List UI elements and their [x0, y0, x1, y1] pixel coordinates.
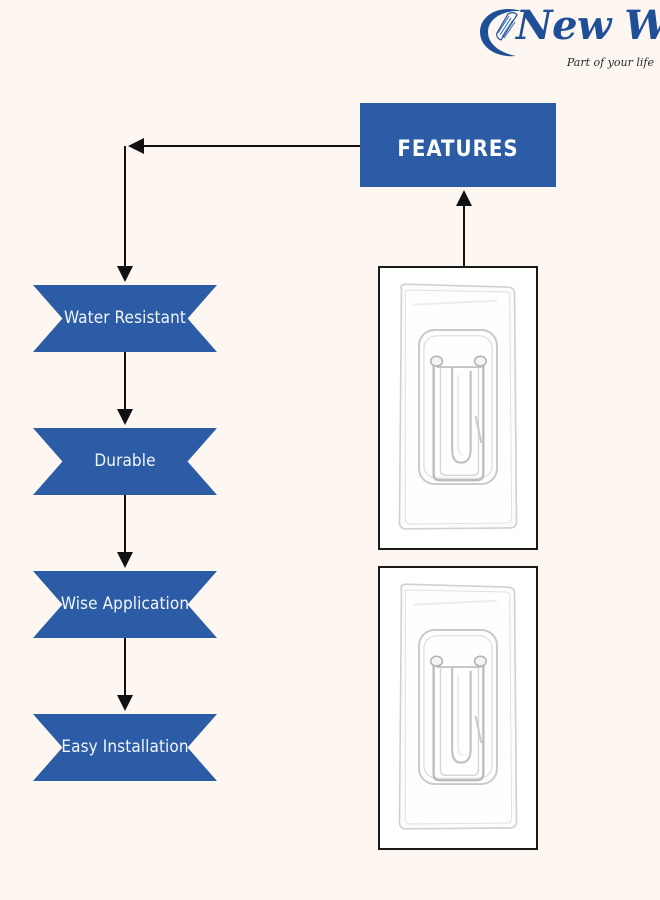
features-header-box: Features — [360, 103, 556, 187]
feature-label: Easy Installation — [61, 737, 189, 757]
connector-header-to-first-item — [117, 138, 360, 282]
feature-ribbon-water-resistant[interactable]: Water Resistant — [33, 285, 217, 352]
feature-ribbon-easy-installation[interactable]: Easy Installation — [33, 714, 217, 781]
feature-label: Water Resistant — [64, 308, 186, 328]
product-image-frame-2 — [378, 566, 538, 850]
adhesive-hook-product-image — [380, 569, 536, 847]
brand-tagline: Part of your life — [566, 56, 654, 69]
brand-logo: New Ware Part of your life — [478, 2, 660, 76]
brand-name: New Ware — [516, 2, 660, 49]
adhesive-hook-product-image — [380, 269, 536, 547]
product-image-frame-1 — [378, 266, 538, 550]
page-title: Features — [397, 126, 519, 164]
swoosh-crescent-logo-icon — [480, 8, 522, 57]
feature-ribbon-durable[interactable]: Durable — [33, 428, 217, 495]
feature-label: Wise Application — [60, 594, 190, 614]
feature-label: Durable — [94, 451, 156, 471]
feature-ribbon-wise-application[interactable]: Wise Application — [33, 571, 217, 638]
